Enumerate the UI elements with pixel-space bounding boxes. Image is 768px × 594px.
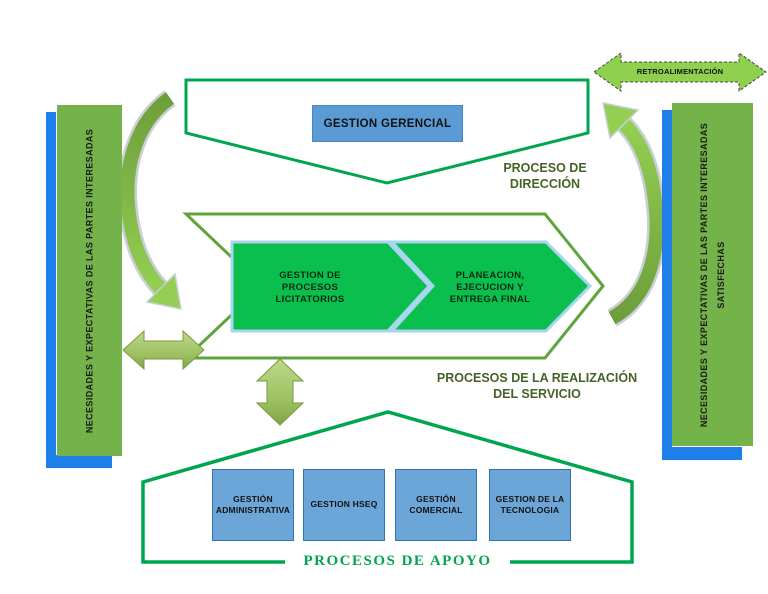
realization-caption-line1: PROCESOS DE LA REALIZACIÓN [436, 371, 638, 385]
support-box-hseq: GESTION HSEQ [303, 469, 385, 541]
direction-caption: PROCESO DE DIRECCIÓN [465, 161, 625, 192]
left-bar-blue-accent-horizontal [46, 455, 112, 468]
left-stakeholders-bar: NECESIDADES Y EXPECTATIVAS DE LAS PARTES… [57, 105, 122, 456]
right-bar-label-line2: SATISFECHAS [715, 240, 726, 309]
gestion-gerencial-box: GESTION GERENCIAL [312, 105, 463, 142]
right-stakeholders-bar: NECESIDADES Y EXPECTATIVAS DE LAS PARTES… [672, 103, 753, 446]
vertical-double-arrow-icon [255, 358, 305, 426]
realization-caption-line2: DEL SERVICIO [493, 386, 581, 401]
left-bar-blue-accent-vertical [46, 112, 56, 468]
chevron-licitatorios-label: GESTION DE PROCESOS LICITATORIOS [275, 270, 345, 305]
support-box-tecnologia: GESTION DE LA TECNOLOGIA [489, 469, 571, 541]
left-curved-arrow-icon [118, 90, 182, 310]
support-caption: PROCESOS DE APOYO [285, 548, 510, 575]
right-bar-blue-accent-vertical [662, 110, 672, 460]
right-bar-label-line1: NECESIDADES Y EXPECTATIVAS DE LAS PARTES… [698, 122, 709, 427]
realization-caption: PROCESOS DE LA REALIZACIÓN DEL SERVICIO [412, 371, 662, 402]
feedback-double-arrow-icon [593, 52, 767, 92]
left-bar-label: NECESIDADES Y EXPECTATIVAS DE LAS PARTES… [83, 128, 94, 433]
right-bar-blue-accent-horizontal [662, 447, 742, 460]
chevron-planeacion-label: PLANEACION, EJECUCION Y ENTREGA FINAL [449, 270, 531, 305]
chevron-planeacion-shape [388, 240, 593, 333]
direction-caption-line1: PROCESO DE [503, 161, 587, 175]
horizontal-double-arrow-icon [122, 329, 205, 371]
support-box-comercial: GESTIÓN COMERCIAL [395, 469, 477, 541]
right-bar-label: NECESIDADES Y EXPECTATIVAS DE LAS PARTES… [695, 122, 729, 426]
direction-caption-line2: DIRECCIÓN [509, 176, 581, 191]
support-box-administrativa: GESTIÓN ADMINISTRATIVA [212, 469, 294, 541]
right-curved-arrow-icon [602, 102, 666, 327]
chevron-licitatorios-shape [230, 240, 432, 333]
feedback-label: RETROALIMENTACIÓN [636, 67, 724, 76]
